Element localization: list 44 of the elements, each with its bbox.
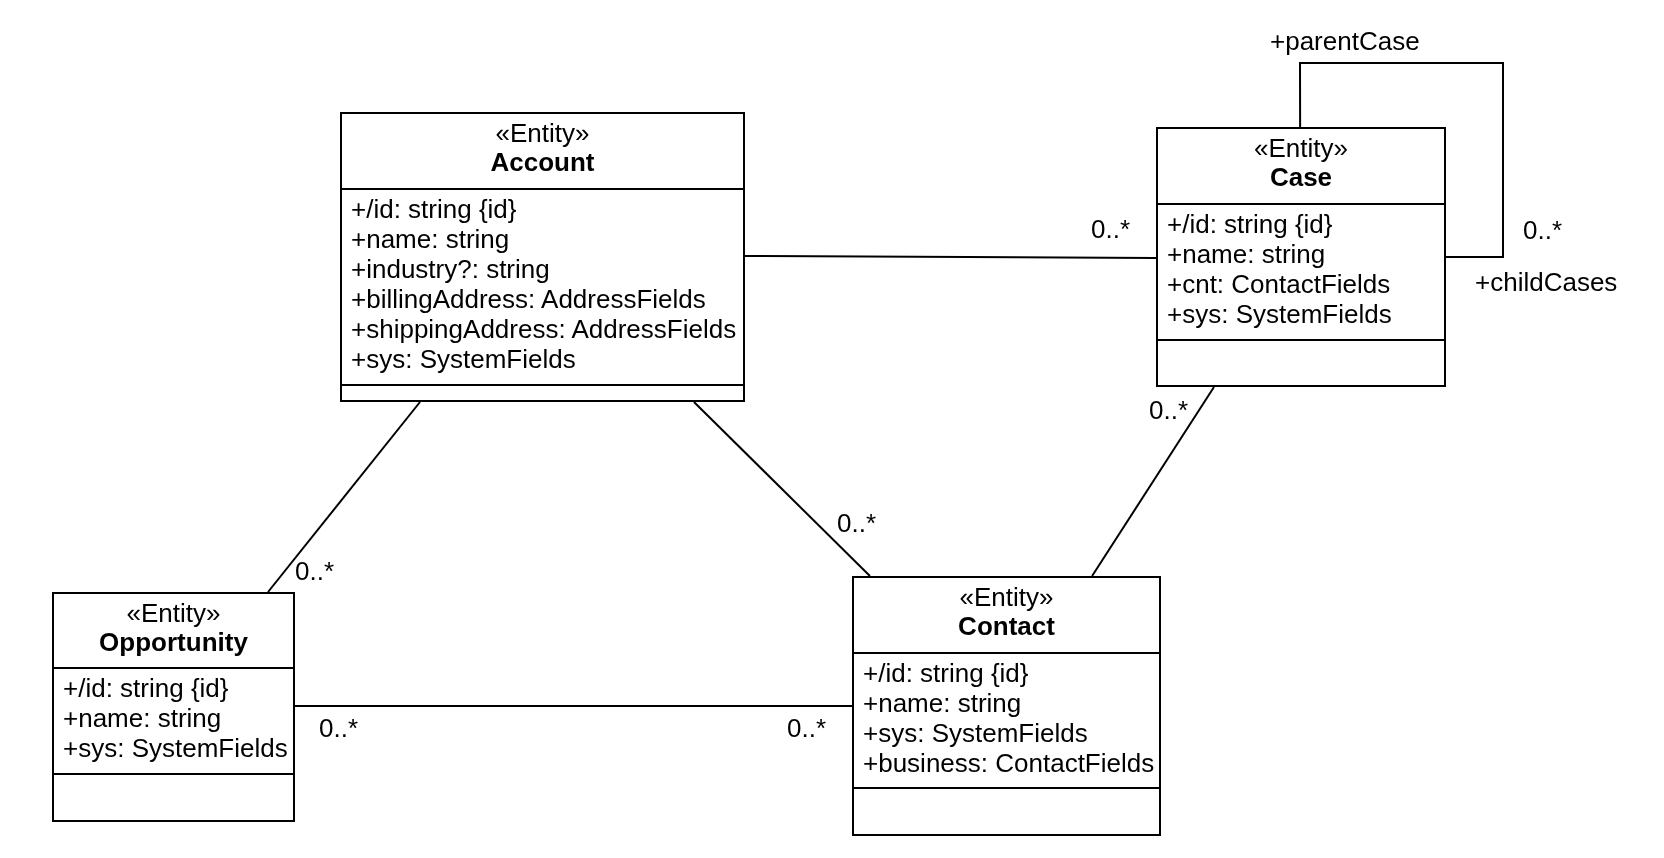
- attribute-text: +name: string: [351, 224, 510, 254]
- association-end-label: 0..*: [319, 713, 359, 743]
- stereotype-label: «Entity»: [495, 119, 590, 148]
- class-name: Account: [490, 148, 595, 177]
- attribute-text: +shippingAddress: AddressFields: [351, 314, 737, 344]
- class-box: [52, 592, 295, 822]
- attribute-text: +/id: string {id}: [351, 194, 517, 224]
- class-name: Contact: [958, 612, 1055, 641]
- attribute-text: +sys: SystemFields: [63, 733, 288, 763]
- attribute-text: +name: string: [63, 703, 222, 733]
- association-end-label: +parentCase: [1270, 26, 1420, 56]
- association-line: [744, 255, 1157, 260]
- attribute-text: +sys: SystemFields: [1167, 299, 1392, 329]
- association-end-label: 0..*: [787, 713, 827, 743]
- attribute-text: +sys: SystemFields: [351, 344, 576, 374]
- attribute-text: +name: string: [863, 688, 1022, 718]
- attribute-text: +billingAddress: AddressFields: [351, 284, 706, 314]
- class-box: [340, 112, 745, 402]
- class-box: [1156, 127, 1446, 387]
- association-end-label: 0..*: [837, 508, 877, 538]
- stereotype-label: «Entity»: [1254, 134, 1348, 163]
- class-name: Opportunity: [99, 628, 248, 657]
- association-line: [294, 705, 853, 708]
- association-end-label: 0..*: [1091, 214, 1131, 244]
- stereotype-label: «Entity»: [126, 599, 221, 628]
- association-end-label: +childCases: [1475, 267, 1618, 297]
- association-end-label: 0..*: [1523, 215, 1563, 245]
- attribute-text: +business: ContactFields: [863, 748, 1155, 778]
- association-line: [692, 401, 871, 577]
- self-association-line: [1299, 62, 1504, 258]
- stereotype-label: «Entity»: [959, 583, 1054, 612]
- class-box: [852, 576, 1161, 836]
- attribute-text: +/id: string {id}: [1167, 209, 1333, 239]
- attribute-text: +industry?: string: [351, 254, 550, 284]
- association-line: [267, 401, 421, 593]
- attribute-text: +sys: SystemFields: [863, 718, 1088, 748]
- association-end-label: 0..*: [295, 556, 335, 586]
- attribute-text: +/id: string {id}: [863, 658, 1029, 688]
- class-name: Case: [1269, 163, 1333, 192]
- association-end-label: 0..*: [1149, 395, 1189, 425]
- attribute-text: +name: string: [1167, 239, 1326, 269]
- attribute-text: +/id: string {id}: [63, 673, 229, 703]
- attribute-text: +cnt: ContactFields: [1167, 269, 1391, 299]
- association-line: [1091, 386, 1215, 577]
